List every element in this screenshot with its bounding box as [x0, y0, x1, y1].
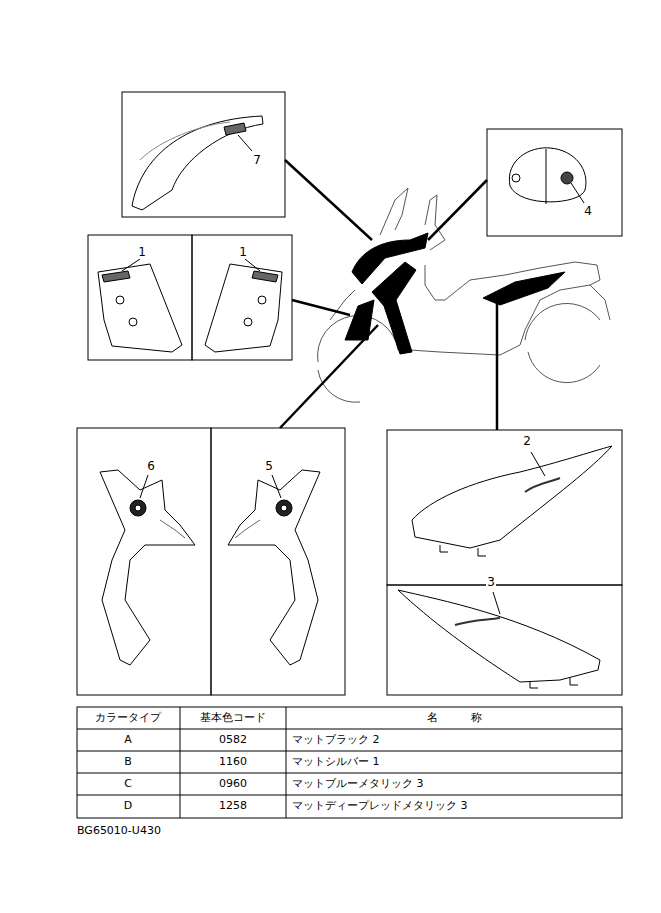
- windscreen: [380, 188, 408, 235]
- fastener: [561, 172, 573, 184]
- table-cell: マットブラック 2: [292, 733, 380, 746]
- table-rule: [77, 795, 622, 796]
- part-drawing: [116, 296, 124, 304]
- table-cell: 0582: [219, 733, 247, 746]
- detail-panel: [387, 585, 622, 695]
- callout-leader: [245, 259, 260, 271]
- table-cell: 1258: [219, 799, 247, 812]
- callout-number: 1: [137, 245, 147, 259]
- table-frame: [77, 707, 622, 818]
- part-drawing: [98, 264, 182, 352]
- fastener: [276, 500, 292, 516]
- detail-panel: [88, 235, 192, 360]
- part-drawing: [412, 446, 612, 548]
- part-drawing: [235, 520, 260, 538]
- part-drawing: [546, 149, 547, 204]
- table-cell: B: [124, 755, 132, 768]
- callout-leader: [272, 475, 281, 498]
- table-header: カラータイプ: [95, 711, 161, 724]
- front-fender: [330, 290, 355, 320]
- decal: [102, 271, 130, 282]
- table-header: 名 称: [427, 711, 482, 724]
- fastener: [135, 505, 141, 511]
- callout-leader: [122, 259, 140, 271]
- callout-number: 2: [522, 434, 532, 448]
- detail-panel: [192, 235, 292, 360]
- body-outline: [410, 262, 600, 355]
- part-drawing: [140, 122, 230, 160]
- table-cell: C: [124, 777, 132, 790]
- rear-wheel: [525, 304, 600, 340]
- part-drawing: [509, 148, 586, 202]
- part-drawing: [398, 590, 600, 682]
- part-drawing: [205, 264, 282, 352]
- part-drawing: [100, 470, 195, 665]
- detail-panel: [122, 92, 285, 217]
- fastener: [281, 505, 287, 511]
- table-cell: マットディープレッドメタリック 3: [292, 799, 468, 812]
- callout-leader: [493, 592, 500, 614]
- callout-number: 6: [146, 459, 156, 473]
- rear-cover: [483, 272, 565, 305]
- callout-leader: [238, 135, 252, 151]
- table-cell: 0960: [219, 777, 247, 790]
- callout-number: 3: [486, 575, 496, 589]
- table-cell: マットブルーメタリック 3: [292, 777, 424, 790]
- part-drawing: [244, 318, 252, 326]
- callout-number: 4: [583, 204, 593, 218]
- part-drawing: [132, 116, 263, 210]
- detail-panel: [77, 428, 211, 695]
- leader-line: [428, 180, 487, 240]
- leader-line: [496, 302, 499, 430]
- decal: [224, 123, 246, 135]
- detail-panel: [487, 129, 622, 236]
- callout-leader: [140, 475, 148, 498]
- detail-panel: [387, 430, 622, 585]
- leader-line: [292, 300, 350, 315]
- decal: [455, 618, 500, 625]
- callout-number: 5: [264, 459, 274, 473]
- part-drawing: [160, 520, 185, 538]
- drawing-code: BG65010-U430: [77, 824, 161, 837]
- part-drawing: [129, 318, 137, 326]
- rear-fender: [590, 285, 610, 320]
- decal: [525, 478, 560, 492]
- front-wheel: [318, 370, 360, 402]
- part-drawing: [440, 545, 486, 556]
- fastener: [130, 500, 146, 516]
- callout-number: 1: [238, 245, 248, 259]
- part-drawing: [228, 470, 320, 665]
- leader-line: [285, 160, 372, 240]
- table-rule: [77, 773, 622, 774]
- callout-leader: [531, 452, 545, 476]
- table-cell: D: [124, 799, 132, 812]
- inner-panel: [372, 262, 416, 354]
- callout-number: 7: [252, 153, 262, 167]
- part-drawing: [512, 174, 520, 182]
- table-header: 基本色コード: [200, 711, 266, 724]
- handlebar: [425, 195, 445, 250]
- table-rule: [77, 729, 622, 730]
- leader-line: [280, 325, 378, 428]
- decal: [252, 271, 278, 282]
- table-rule: [286, 707, 287, 818]
- part-drawing: [530, 678, 578, 688]
- part-drawing: [258, 296, 266, 304]
- callout-leader: [571, 183, 584, 203]
- detail-panel: [211, 428, 345, 695]
- table-cell: 1160: [219, 755, 247, 768]
- table-cell: A: [124, 733, 132, 746]
- table-rule: [180, 707, 181, 818]
- table-cell: マットシルバー 1: [292, 755, 380, 768]
- table-rule: [77, 751, 622, 752]
- rear-wheel: [528, 352, 600, 383]
